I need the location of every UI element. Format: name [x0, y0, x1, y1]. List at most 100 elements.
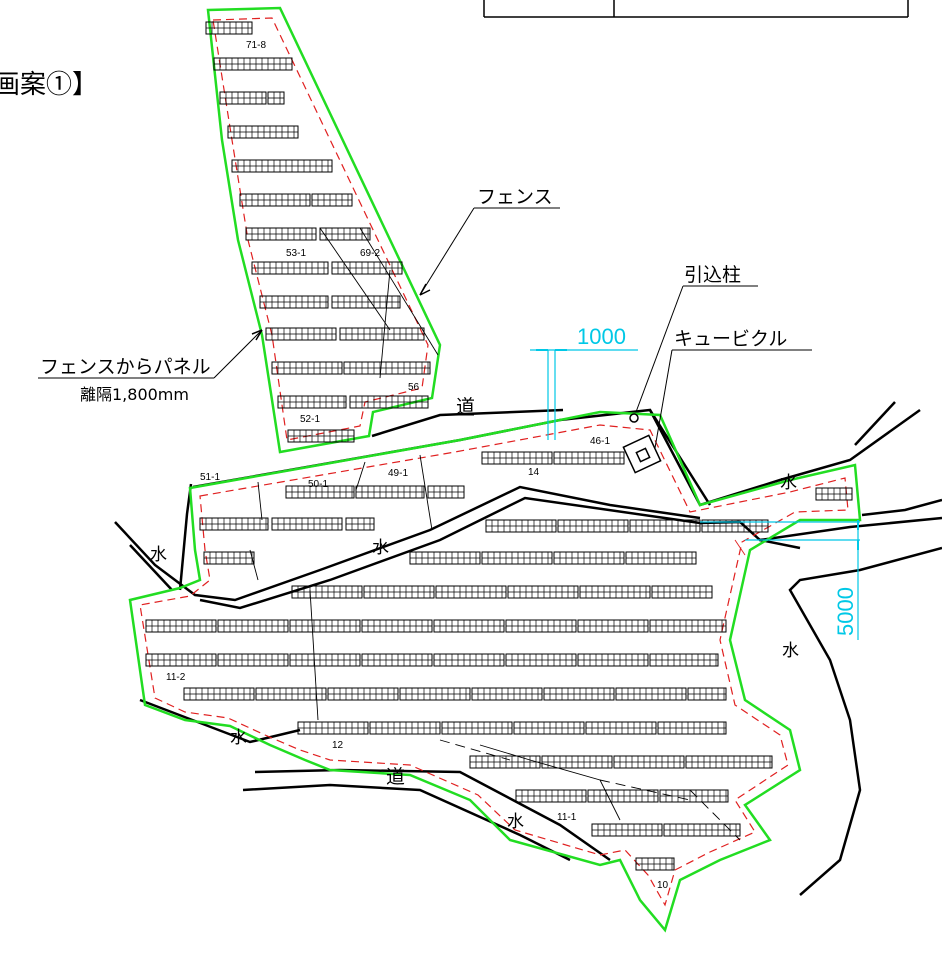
block-56: 56: [408, 382, 420, 393]
panel-array: [285, 485, 355, 499]
panel-array: [277, 395, 347, 409]
panel-array: [577, 653, 649, 667]
north-fence: [206, 6, 442, 454]
panel-array: [515, 789, 587, 803]
panel-array: [481, 451, 553, 465]
panel-array: [507, 585, 579, 599]
panel-array: [579, 585, 651, 599]
panel-array: [649, 619, 727, 633]
water-label-2: 水: [372, 538, 389, 558]
panel-array: [289, 653, 361, 667]
panel-array: [399, 687, 471, 701]
panel-array: [553, 551, 625, 565]
dimension-1000: 1000: [577, 324, 626, 349]
panel-array: [505, 653, 577, 667]
water-label-1: 水: [780, 473, 797, 493]
panel-array: [327, 687, 399, 701]
panel-array: [615, 687, 687, 701]
panel-array: [349, 395, 429, 409]
panel-array: [245, 227, 317, 241]
cubicle-label: キュービクル: [674, 328, 787, 350]
panel-array: [345, 517, 375, 531]
panel-array: [363, 585, 435, 599]
leader-lines: [38, 207, 812, 449]
fence-label: フェンス: [477, 186, 553, 208]
dimension-5000: 5000: [833, 587, 858, 636]
panel-array: [433, 619, 505, 633]
block-10: 10: [657, 880, 669, 891]
cubicle-symbol: [622, 434, 662, 474]
panel-array: [485, 519, 557, 533]
panel-array: [361, 619, 433, 633]
block-12: 12: [332, 740, 344, 751]
panel-array: [219, 91, 267, 105]
panel-array: [287, 429, 355, 443]
panel-array: [145, 619, 217, 633]
panel-array: [441, 721, 513, 735]
panel-array: [585, 721, 657, 735]
panel-array: [291, 585, 363, 599]
fence-lines: [128, 6, 862, 933]
panel-arrays: [145, 21, 853, 871]
panel-array: [557, 519, 629, 533]
panel-array: [543, 687, 615, 701]
panel-array: [271, 361, 343, 375]
dimension-lines: [530, 349, 860, 640]
panel-array: [227, 125, 299, 139]
panel-array: [541, 755, 613, 769]
setback-label: 離隔1,800mm: [80, 385, 189, 404]
panel-array: [213, 57, 293, 71]
panel-array: [203, 551, 255, 565]
block-11-2: 11-2: [166, 672, 186, 683]
water-label-4: 水: [782, 641, 799, 661]
panel-array: [289, 619, 361, 633]
panel-array: [369, 721, 441, 735]
panel-array: [685, 755, 773, 769]
block-46-1: 46-1: [590, 436, 610, 447]
panel-array: [513, 721, 585, 735]
panel-array: [469, 755, 541, 769]
pull-pole-symbol: [629, 413, 639, 423]
panel-array: [239, 193, 311, 207]
panel-array: [481, 551, 553, 565]
panel-array: [311, 193, 353, 207]
panel-array: [433, 653, 505, 667]
panel-array: [649, 653, 719, 667]
panel-array: [613, 755, 685, 769]
panel-array: [635, 857, 675, 871]
panel-array: [205, 21, 253, 35]
panel-array: [587, 789, 659, 803]
panel-array: [297, 721, 369, 735]
panel-array: [651, 585, 713, 599]
panel-array: [271, 517, 343, 531]
panel-array: [255, 687, 327, 701]
boundary-lines: [249, 227, 746, 841]
panel-array: [231, 159, 333, 173]
panel-array: [265, 327, 337, 341]
panel-array: [319, 227, 371, 241]
setback-lines: [139, 17, 849, 907]
panel-array: [217, 619, 289, 633]
block-50-1: 50-1: [308, 479, 328, 490]
panel-array: [663, 823, 741, 837]
panel-array: [435, 585, 507, 599]
block-69-2: 69-2: [360, 248, 380, 259]
panel-array: [217, 653, 289, 667]
panel-array: [687, 687, 727, 701]
water-label-3: 水: [150, 545, 167, 565]
road-label-north: 道: [456, 396, 475, 418]
pull-pole-label: 引込柱: [684, 264, 741, 286]
panel-array: [343, 361, 431, 375]
water-label-5: 水: [230, 728, 247, 748]
panel-array: [355, 485, 425, 499]
south-fence: [128, 410, 862, 933]
title-block-fragment: [483, 0, 909, 18]
panel-array: [183, 687, 255, 701]
panel-array: [259, 295, 329, 309]
panel-array: [815, 487, 853, 501]
panel-array: [625, 551, 697, 565]
panel-array: [251, 261, 329, 275]
block-11-1: 11-1: [557, 812, 577, 823]
panel-array: [629, 519, 701, 533]
